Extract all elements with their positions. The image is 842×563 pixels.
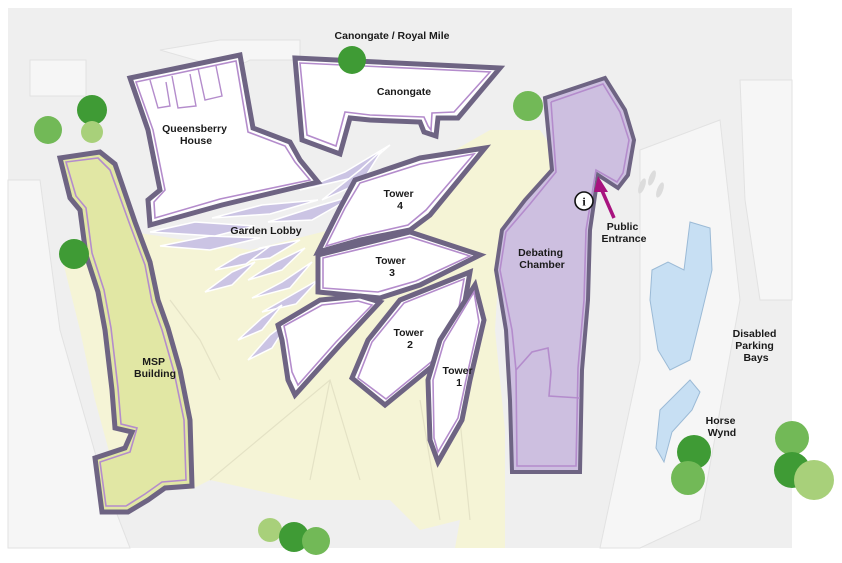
tower-2 bbox=[348, 268, 474, 409]
queensberry-house bbox=[126, 52, 323, 229]
landscape-marks bbox=[638, 170, 664, 198]
svg-text:i: i bbox=[582, 195, 586, 209]
label-canongate: Canongate bbox=[377, 86, 431, 98]
debating-chamber bbox=[493, 75, 637, 474]
label-debating-chamber: Debating Chamber bbox=[518, 247, 566, 271]
label-public-entrance: Public Entrance bbox=[602, 221, 647, 245]
ground-paths bbox=[169, 299, 471, 521]
label-tower-2: Tower 2 bbox=[393, 327, 426, 351]
msp-building bbox=[56, 149, 195, 515]
label-garden-lobby: Garden Lobby bbox=[230, 225, 301, 237]
label-canongate-royal-mile: Canongate / Royal Mile bbox=[335, 30, 450, 42]
pond-south bbox=[655, 379, 701, 464]
west-wing bbox=[275, 293, 385, 400]
tower-3 bbox=[315, 229, 487, 301]
label-queensberry-house: Queensberry House bbox=[162, 123, 230, 147]
label-msp-building: MSP Building bbox=[134, 356, 176, 380]
label-disabled-parking-bays: Disabled Parking Bays bbox=[733, 328, 780, 364]
label-tower-3: Tower 3 bbox=[375, 255, 408, 279]
info-circle-icon: i bbox=[574, 191, 594, 211]
entrance-arrow-icon bbox=[594, 176, 616, 219]
label-tower-4: Tower 4 bbox=[383, 188, 416, 212]
trees bbox=[34, 46, 834, 555]
label-tower-1: Tower 1 bbox=[442, 365, 475, 389]
label-horse-wynd: Horse Wynd bbox=[706, 415, 739, 439]
tower-1 bbox=[425, 278, 487, 468]
pond-north bbox=[649, 221, 713, 371]
canongate-building bbox=[292, 55, 506, 158]
